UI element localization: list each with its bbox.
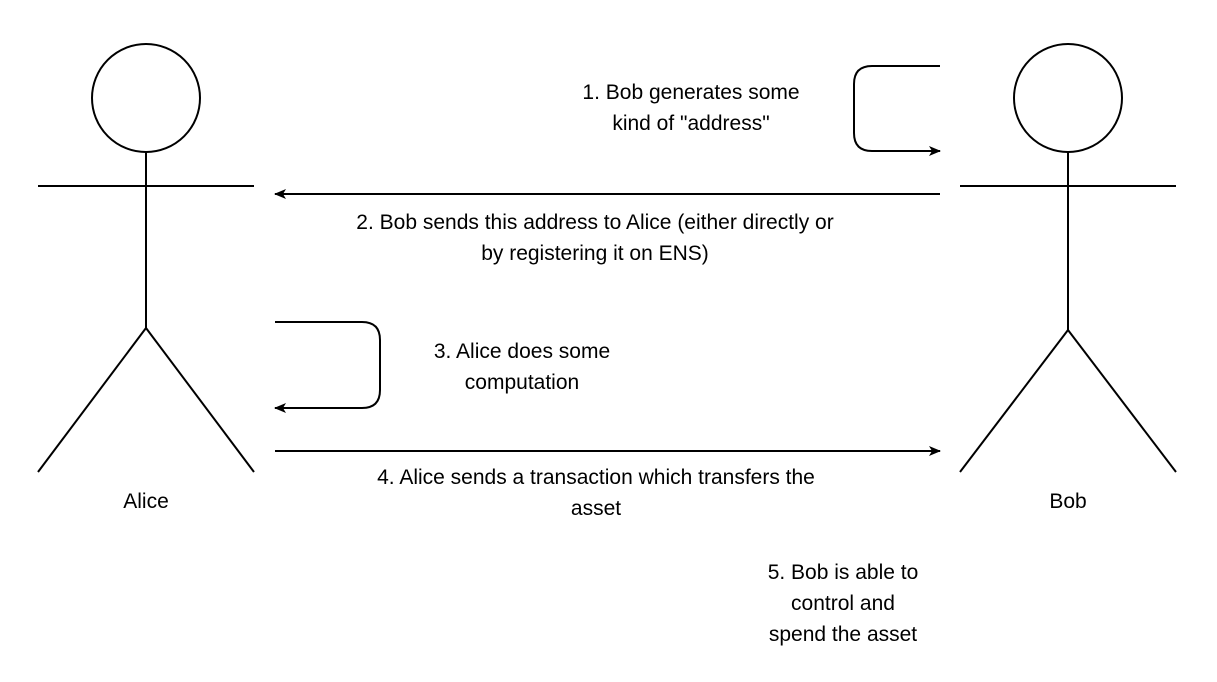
step-4-line-2: asset — [570, 497, 622, 520]
step-2-line-2: by registering it on ENS) — [481, 242, 709, 265]
step-4-line-1: 4. Alice sends a transaction which trans… — [377, 466, 815, 489]
step-5-line-3: spend the asset — [768, 623, 918, 646]
step-5-line-2: control and — [791, 592, 895, 615]
step-2-line-1: 2. Bob sends this address to Alice (eith… — [356, 211, 834, 234]
alice-left-leg — [37, 327, 147, 473]
step-3-line-1: 3. Alice does some — [433, 340, 611, 363]
step-3-self-loop-arrow — [274, 321, 381, 413]
step-5-label: 5. Bob is able to control and spend the … — [728, 557, 958, 650]
step-1-label: 1. Bob generates some kind of "address" — [516, 77, 866, 139]
step-1-line-1: 1. Bob generates some — [582, 81, 800, 104]
alice-name-label: Alice — [123, 490, 169, 513]
bob-name-label: Bob — [1049, 490, 1087, 513]
step-3-label: 3. Alice does some computation — [372, 336, 672, 398]
bob-left-leg — [959, 329, 1069, 473]
step-1-self-loop-arrow — [853, 65, 941, 156]
alice-actor-figure — [37, 43, 255, 473]
step-1-line-2: kind of "address" — [612, 112, 770, 135]
step-2-label: 2. Bob sends this address to Alice (eith… — [245, 207, 945, 269]
bob-right-leg — [1067, 329, 1177, 473]
bob-actor-figure — [959, 43, 1177, 473]
bob-head — [1013, 43, 1123, 153]
step-5-line-1: 5. Bob is able to — [767, 561, 919, 584]
step-3-line-2: computation — [464, 371, 580, 394]
step-4-label: 4. Alice sends a transaction which trans… — [296, 462, 896, 524]
alice-right-leg — [145, 327, 255, 473]
alice-head — [91, 43, 201, 153]
